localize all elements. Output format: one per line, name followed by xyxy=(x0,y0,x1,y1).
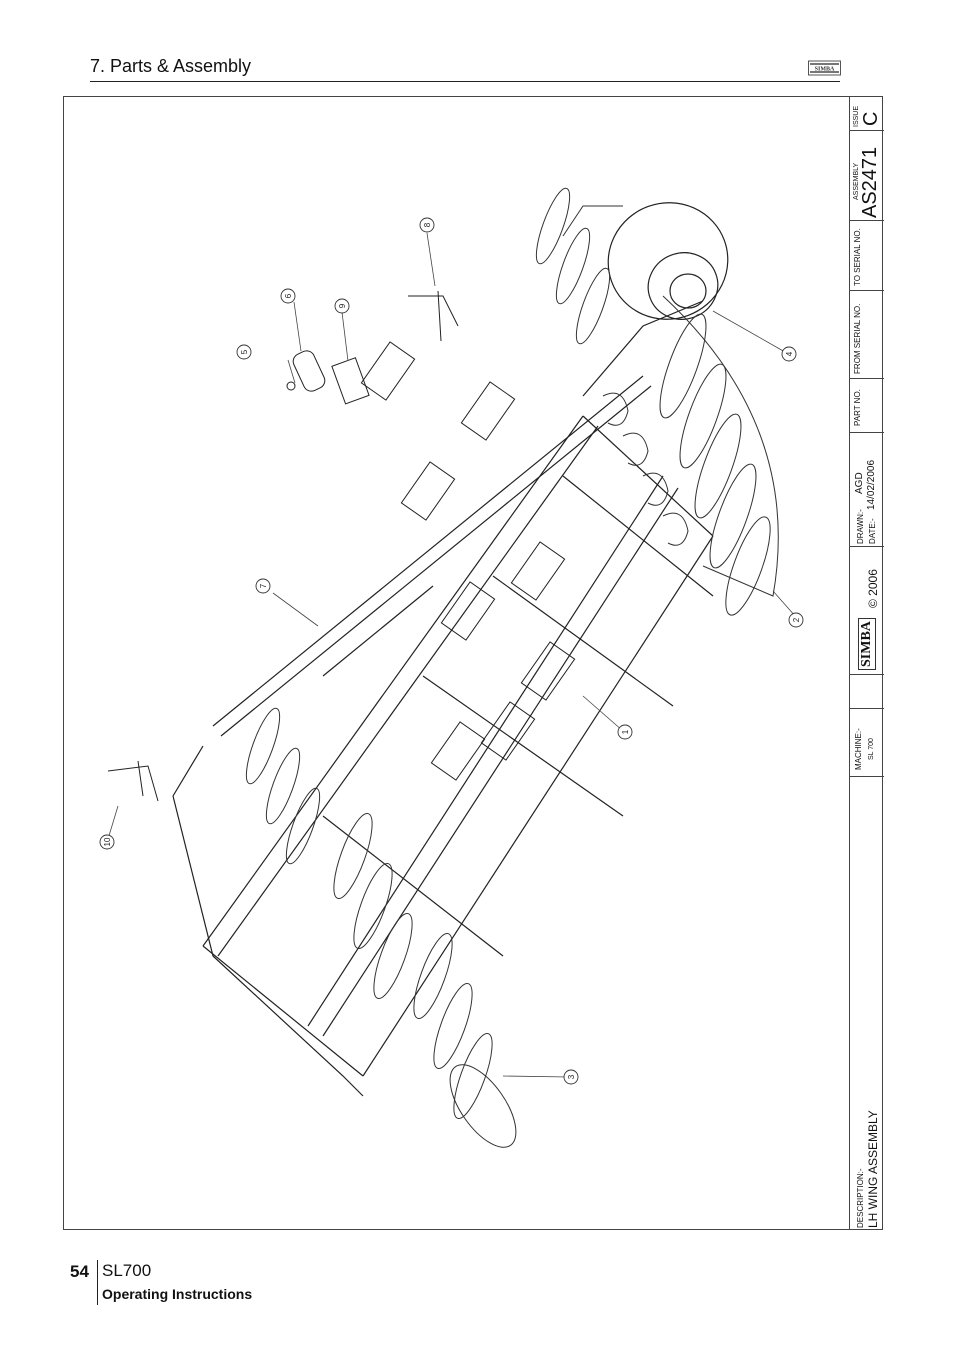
date-label: DATE:- xyxy=(868,518,877,544)
model-name: SL700 xyxy=(102,1261,152,1280)
date-value: 14/02/2006 xyxy=(866,459,877,510)
assembly-value: AS2471 xyxy=(859,146,881,218)
issue-label: ISSUE xyxy=(853,105,860,127)
footer-divider xyxy=(97,1260,98,1305)
callout-1: 1 xyxy=(621,729,630,734)
callout-2: 2 xyxy=(792,617,801,622)
drawing-frame xyxy=(63,96,883,1230)
callout-5: 5 xyxy=(240,349,249,354)
callout-9: 9 xyxy=(338,303,347,308)
callout-7: 7 xyxy=(259,583,268,588)
callout-4: 4 xyxy=(785,351,794,356)
svg-text:SIMBA: SIMBA xyxy=(815,67,835,73)
part-no-label: PART NO. xyxy=(853,389,862,426)
description-value: LH WING ASSEMBLY xyxy=(866,1110,880,1228)
callout-6: 6 xyxy=(284,293,293,298)
description-label: DESCRIPTION:- xyxy=(856,1168,865,1228)
page-number: 54 xyxy=(70,1262,89,1281)
doc-type: Operating Instructions xyxy=(102,1286,253,1302)
callout-8: 8 xyxy=(423,222,432,227)
drawn-value: AGD xyxy=(854,472,865,494)
machine-label: MACHINE:- xyxy=(854,728,863,770)
simba-logo-icon: SIMBA xyxy=(808,60,841,76)
drawn-label: DRAWN:- xyxy=(856,509,865,544)
callout-3: 3 xyxy=(567,1074,576,1079)
from-serial-label: FROM SERIAL NO. xyxy=(853,303,862,374)
to-serial-label: TO SERIAL NO. xyxy=(853,228,862,286)
header-rule xyxy=(90,81,840,82)
machine-value: SL 700 xyxy=(868,738,875,760)
title-block: ISSUE C ASSEMBLY AS2471 TO SERIAL NO. FR… xyxy=(849,96,884,1230)
lh-wing-assembly-drawing: 1 2 3 4 5 6 7 8 9 10 xyxy=(99,187,804,1148)
callout-10: 10 xyxy=(103,837,112,846)
issue-value: C xyxy=(860,111,882,126)
section-title: 7. Parts & Assembly xyxy=(90,56,252,76)
copyright: © 2006 xyxy=(866,569,880,608)
brand-stamp: SIMBA xyxy=(858,618,876,670)
